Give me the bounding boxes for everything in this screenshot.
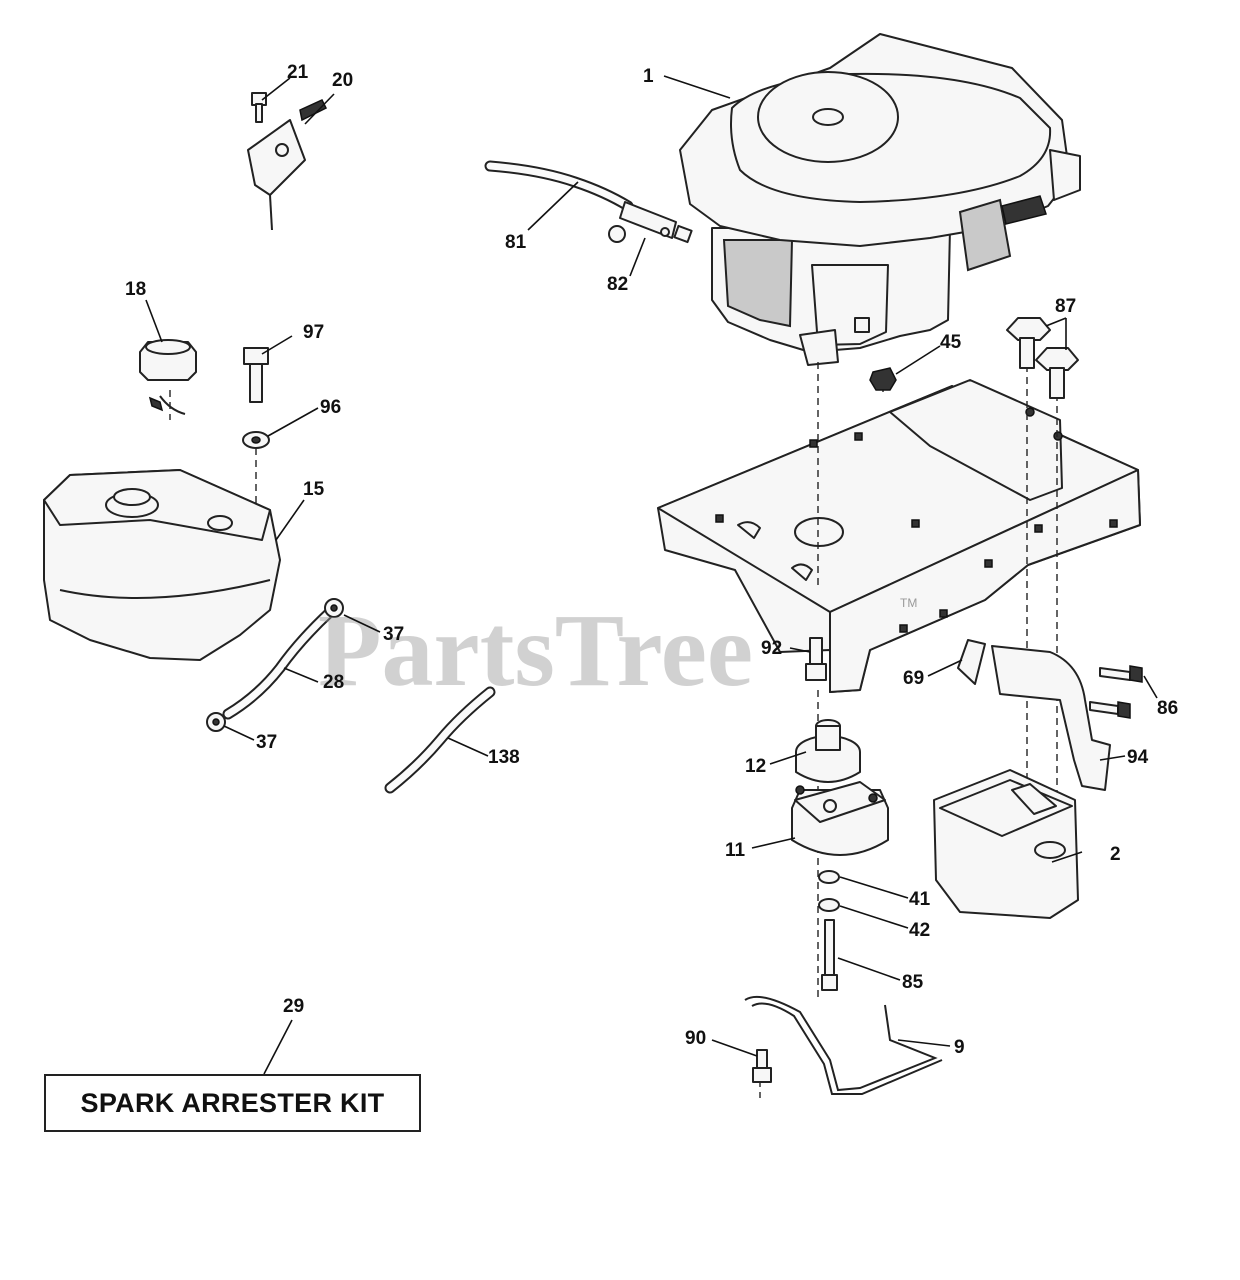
callout-94: 94 (1127, 747, 1149, 768)
watermark-text: PartsTree (318, 593, 753, 708)
trademark-text: TM (900, 596, 917, 610)
electric-clutch-11[interactable] (791, 781, 889, 856)
nut-45[interactable] (869, 367, 897, 391)
exhaust-pipe-94[interactable] (991, 645, 1111, 791)
mounting-screw-87b[interactable] (1035, 347, 1079, 399)
fuel-line-81[interactable] (484, 160, 634, 212)
callout-leaders (145, 75, 1158, 1075)
bolt-90[interactable] (752, 1049, 772, 1083)
bolt-21[interactable] (251, 92, 267, 123)
callout-81: 81 (505, 232, 527, 253)
callout-97: 97 (303, 322, 324, 343)
hose-clamp-37a[interactable] (324, 598, 344, 618)
callout-labels: 1 2 9 11 12 15 18 20 21 28 29 37 37 41 4… (125, 62, 1178, 1058)
callout-2: 2 (1110, 844, 1121, 865)
callout-37b: 37 (256, 732, 277, 753)
callout-11: 11 (725, 840, 746, 861)
exhaust-gasket-69[interactable] (957, 639, 986, 685)
callout-85: 85 (902, 972, 924, 993)
callout-92: 92 (761, 638, 782, 659)
callout-18: 18 (125, 279, 146, 300)
washer-96[interactable] (242, 431, 270, 449)
callout-96: 96 (320, 397, 341, 418)
callout-28: 28 (323, 672, 344, 693)
fuel-filter-82[interactable] (608, 201, 693, 244)
screw-86[interactable] (1089, 665, 1143, 719)
hose-clamp-37b[interactable] (206, 712, 226, 732)
pulley-12[interactable] (795, 719, 861, 783)
callout-20: 20 (332, 70, 353, 91)
callout-87: 87 (1055, 296, 1076, 317)
callout-29: 29 (283, 996, 304, 1017)
belt-guide-rod-9[interactable] (744, 996, 943, 1095)
chassis-plate (657, 379, 1141, 693)
callout-21: 21 (287, 62, 309, 83)
callout-12: 12 (745, 756, 766, 777)
mounting-screw-87a[interactable] (1006, 317, 1051, 369)
callout-15: 15 (303, 479, 325, 500)
callout-42: 42 (909, 920, 930, 941)
fuel-tank-15[interactable] (43, 469, 281, 661)
callout-90: 90 (685, 1028, 706, 1049)
washer-41[interactable] (818, 870, 840, 884)
callout-37a: 37 (383, 624, 404, 645)
callout-41: 41 (909, 889, 931, 910)
callout-45: 45 (940, 332, 962, 353)
callout-82: 82 (607, 274, 628, 295)
washer-42[interactable] (818, 898, 840, 912)
bolt-85[interactable] (821, 919, 838, 991)
bolt-97[interactable] (243, 347, 269, 403)
callout-69: 69 (903, 668, 924, 689)
callout-86: 86 (1157, 698, 1178, 719)
spark-arrester-kit-label: SPARK ARRESTER KIT (80, 1087, 385, 1118)
engine-part[interactable] (679, 33, 1081, 366)
fuel-hose-28[interactable] (222, 606, 336, 720)
callout-1: 1 (643, 66, 654, 87)
spark-arrester-kit-box[interactable]: SPARK ARRESTER KIT (44, 1074, 421, 1132)
fuel-cap-18[interactable] (139, 339, 197, 415)
bolt-92[interactable] (805, 637, 827, 681)
muffler-2[interactable] (933, 769, 1079, 919)
hose-138[interactable] (384, 686, 496, 794)
callout-138: 138 (488, 747, 520, 768)
throttle-control-20[interactable] (247, 99, 328, 231)
callout-9: 9 (954, 1037, 965, 1058)
